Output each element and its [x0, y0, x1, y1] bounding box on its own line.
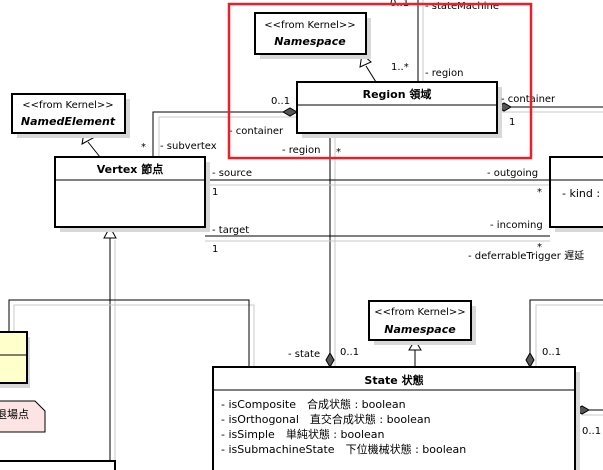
class-partial-bottom[interactable] — [0, 460, 116, 470]
svg-text:0..1: 0..1 — [582, 426, 601, 437]
region-namespace-generalization — [365, 65, 377, 83]
class-name: Namespace — [384, 323, 456, 336]
svg-text:1..*: 1..* — [391, 62, 409, 73]
svg-text:1: 1 — [509, 117, 515, 128]
generalization-arrow-icon — [103, 225, 117, 239]
class-name: Vertex 節点 — [97, 162, 163, 176]
attribute: - isOrthogonal 直交合成状態 : boolean — [221, 412, 431, 426]
stereotype-label: <<from Kernel>> — [264, 20, 355, 31]
stereotype-label: <<from Kernel>> — [22, 100, 113, 111]
svg-text:- region: - region — [425, 68, 463, 79]
class-namespace-state[interactable]: <<from Kernel>> Namespace — [368, 300, 476, 345]
svg-text:- outgoing: - outgoing — [487, 168, 538, 179]
svg-text:*: * — [537, 187, 542, 198]
note-partial[interactable]: 退場点 — [0, 400, 46, 433]
svg-text:- source: - source — [212, 168, 252, 179]
attribute: - isSubmachineState 下位機械状態 : boolean — [221, 442, 466, 456]
svg-text:*: * — [537, 242, 542, 253]
svg-text:- container: - container — [229, 126, 284, 137]
svg-text:- deferrableTrigger 遅延: - deferrableTrigger 遅延 — [468, 250, 584, 262]
class-pseudostate-partial[interactable] — [0, 331, 30, 388]
svg-text:- stateMachine: - stateMachine — [425, 1, 499, 12]
svg-text:*: * — [336, 147, 341, 158]
connectors — [8, 0, 603, 461]
region-subvertex-link — [152, 111, 297, 157]
class-name: Region 領域 — [363, 87, 432, 101]
svg-text:1: 1 — [212, 187, 218, 198]
pseudostate-link — [8, 299, 250, 367]
attribute: - isSimple 単純状態 : boolean — [221, 427, 385, 441]
vertex-namedelement-generalization — [87, 141, 101, 158]
svg-text:0..1: 0..1 — [271, 96, 290, 107]
svg-text:*: * — [141, 142, 146, 153]
attribute: - kind : T — [562, 187, 603, 200]
class-named-element[interactable]: <<from Kernel>> NamedElement — [11, 93, 130, 138]
attribute: - isComposite 合成状態 : boolean — [221, 397, 406, 411]
class-region[interactable]: Region 領域 — [296, 81, 502, 138]
class-vertex[interactable]: Vertex 節点 — [54, 156, 210, 232]
deferrable-trigger-link — [529, 299, 603, 360]
svg-text:1: 1 — [212, 244, 218, 255]
class-transition-partial[interactable]: - kind : T — [549, 156, 603, 232]
note-text: 退場点 — [0, 408, 29, 421]
svg-text:0..1: 0..1 — [340, 347, 359, 358]
svg-text:- subvertex: - subvertex — [160, 141, 217, 152]
composition-diamond-icon — [525, 351, 535, 369]
svg-text:0..1: 0..1 — [542, 347, 561, 358]
class-state[interactable]: State 状態 - isComposite 合成状態 : boolean - … — [212, 366, 580, 470]
composition-diamond-icon — [281, 107, 299, 117]
class-namespace-top[interactable]: <<from Kernel>> Namespace — [254, 12, 371, 59]
highlight-rectangle — [227, 2, 533, 160]
association-labels: 0..1 - stateMachine 1..* - region 0..1 -… — [141, 0, 601, 437]
class-name: Namespace — [274, 35, 346, 48]
svg-text:- target: - target — [212, 225, 249, 236]
composition-diamond-icon — [325, 351, 335, 369]
svg-text:- region: - region — [282, 145, 320, 156]
svg-text:- incoming: - incoming — [490, 220, 543, 231]
svg-text:- state: - state — [288, 349, 320, 360]
svg-text:- container: - container — [501, 94, 556, 105]
class-name: NamedElement — [21, 115, 116, 128]
stereotype-label: <<from Kernel>> — [374, 307, 465, 318]
class-name: State 状態 — [364, 373, 423, 387]
